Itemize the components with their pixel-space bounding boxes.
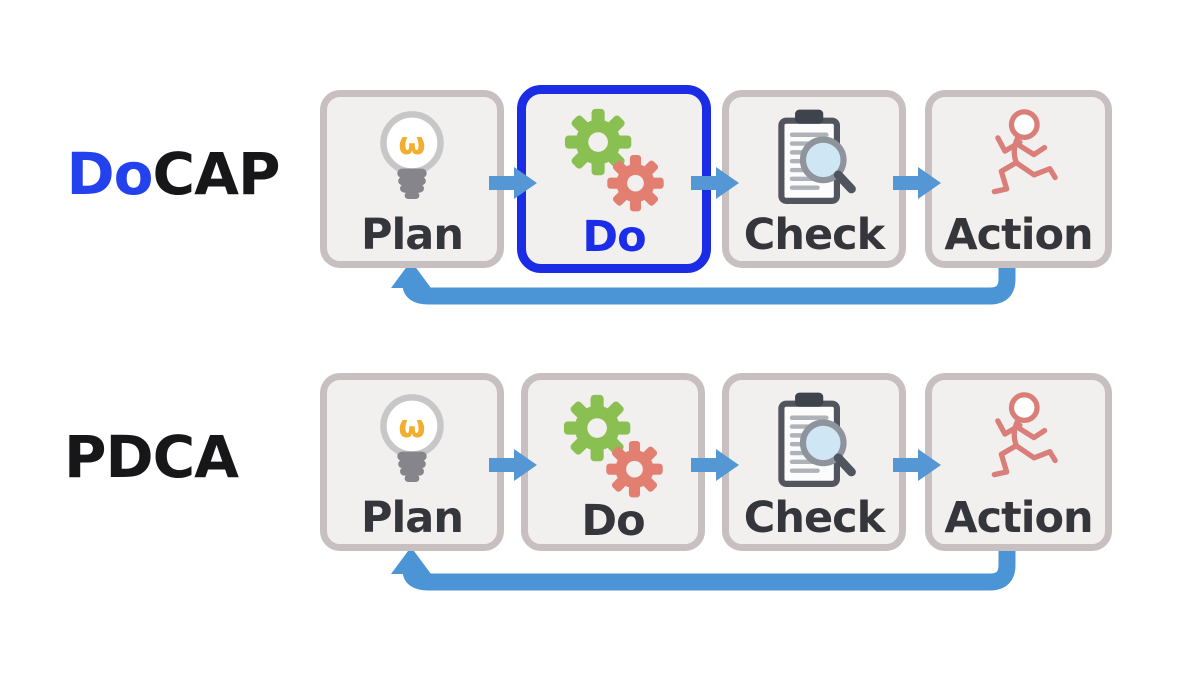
pdca-step-box-plan: Plan (320, 373, 504, 551)
arrow-right-icon (489, 449, 537, 481)
row-title-pdca: PDCA (36, 427, 266, 487)
clipboard-magnifier-icon (766, 386, 862, 497)
feedback-arrow-icon (391, 257, 1016, 305)
arrow-right-icon (691, 449, 739, 481)
arrow-right-icon (893, 449, 941, 481)
pdca-step-box-action: Action (925, 373, 1112, 551)
pdca-step-box-check: Check (722, 373, 906, 551)
runner-icon (968, 386, 1070, 497)
step-label: Plan (361, 493, 464, 543)
arrow-right-icon (893, 167, 941, 199)
docap-step-box-action: Action (925, 90, 1112, 268)
title-docap-do: Do (66, 140, 154, 208)
title-docap-cap: CAP (152, 140, 281, 208)
title-pdca-text: PDCA (63, 423, 239, 491)
docap-step-box-check: Check (722, 90, 906, 268)
feedback-arrow-icon (391, 541, 1016, 591)
step-label: Do (581, 496, 645, 546)
runner-icon (968, 103, 1070, 214)
gears-icon (557, 100, 671, 214)
lightbulb-icon (366, 386, 458, 497)
clipboard-magnifier-icon (766, 103, 862, 214)
gears-icon (556, 386, 670, 500)
arrow-right-icon (489, 167, 537, 199)
row-title-docap: DoCAP (58, 144, 288, 204)
step-label: Action (944, 493, 1093, 543)
step-label: Plan (361, 210, 464, 260)
docap-step-box-do-highlighted: Do (517, 85, 711, 273)
docap-step-box-plan: Plan (320, 90, 504, 268)
pdca-step-box-do: Do (521, 373, 705, 551)
arrow-right-icon (691, 167, 739, 199)
step-label: Check (743, 493, 885, 543)
step-label: Check (743, 210, 885, 260)
step-label: Action (944, 210, 1093, 260)
step-label: Do (582, 211, 646, 262)
lightbulb-icon (366, 103, 458, 214)
